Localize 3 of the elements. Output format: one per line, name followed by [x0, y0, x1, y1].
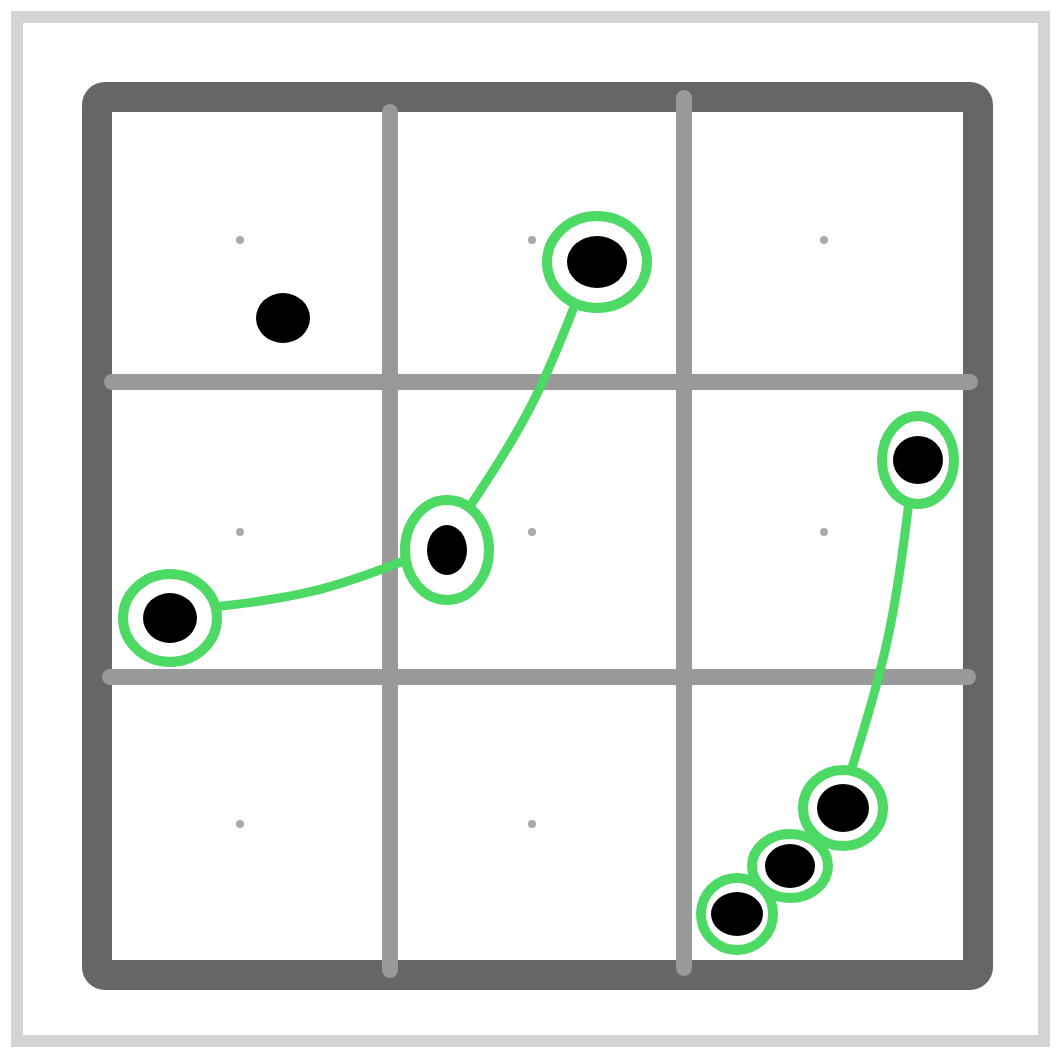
circled-dot [746, 828, 834, 904]
circled-dot [876, 410, 960, 510]
circled-dot [797, 764, 889, 852]
